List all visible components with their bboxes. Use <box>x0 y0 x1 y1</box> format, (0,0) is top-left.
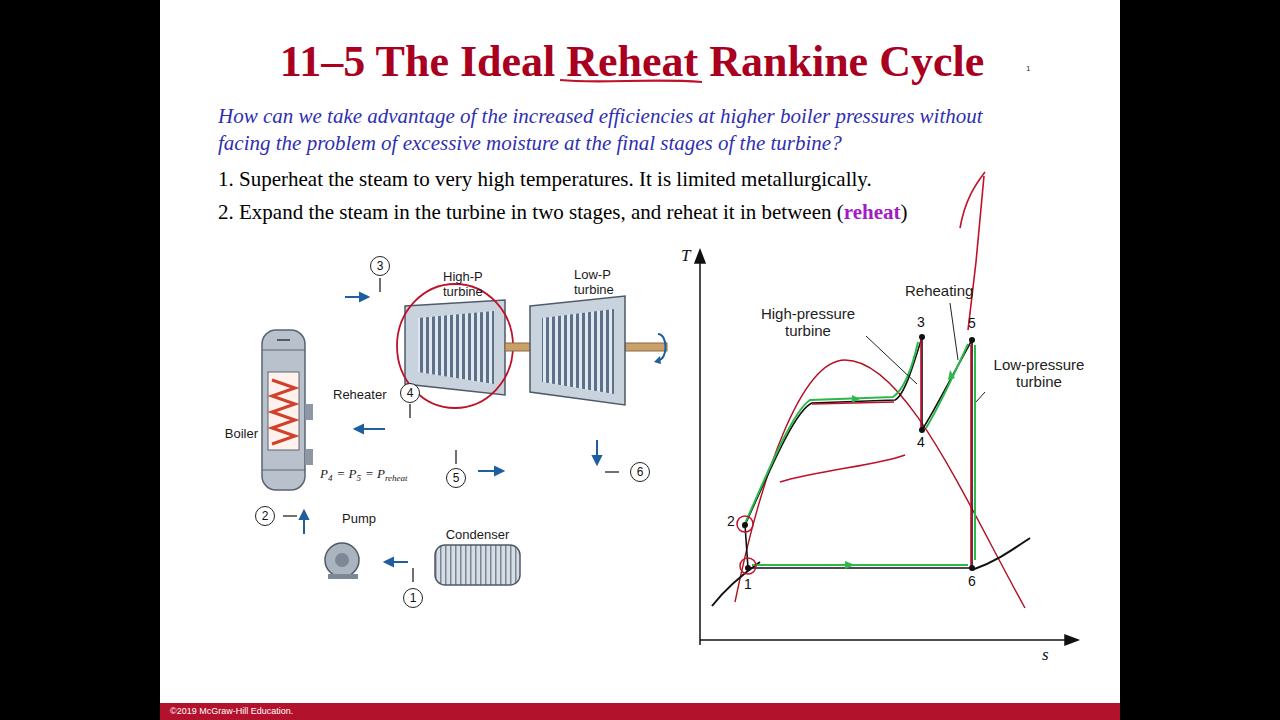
hand-stroke <box>960 172 985 228</box>
hp-turbine: High-P turbine <box>405 300 505 395</box>
pipe-stroke <box>520 405 612 560</box>
pressure-equation: P4= P5= Preheat <box>320 464 408 483</box>
pipe <box>305 405 570 457</box>
callout-number: 5 <box>446 468 466 488</box>
shaft <box>505 343 532 351</box>
callout-number: 3 <box>370 256 390 276</box>
component-label: Pump <box>342 511 376 526</box>
hand-overlay <box>780 176 984 566</box>
pipe-stroke <box>305 405 570 457</box>
bullet-point: ) <box>901 200 908 224</box>
lp-turbine <box>530 296 625 405</box>
pipe <box>305 395 485 412</box>
rotation-arrow <box>658 334 666 360</box>
pump <box>325 543 359 579</box>
pipe-stroke <box>284 285 426 330</box>
boiler-drum <box>262 330 313 490</box>
hand-arrows <box>845 370 955 569</box>
hand-circle <box>737 516 753 532</box>
pressure-symbol: = P <box>336 466 356 481</box>
callout-number: 6 <box>630 462 650 482</box>
pipe <box>520 405 612 560</box>
keyword: reheat <box>844 200 901 224</box>
flow-arrows <box>300 293 601 566</box>
axis-label: s <box>1042 645 1049 665</box>
bullet-point: 2. Expand the steam in the turbine in tw… <box>218 200 844 224</box>
subscript: 5 <box>356 473 361 483</box>
hand-overlay <box>743 342 975 565</box>
pipe-stroke <box>290 490 322 564</box>
pipe <box>284 285 426 330</box>
process-label: Low-pressure turbine <box>986 356 1092 390</box>
hand-circle <box>740 558 756 574</box>
slide-mark: 1 <box>1026 64 1030 73</box>
footer-bar <box>160 703 1120 720</box>
subscript: reheat <box>385 473 408 483</box>
component-label: Low-P turbine <box>574 267 640 297</box>
ts-axes <box>695 250 1078 645</box>
pressure-line <box>972 538 1030 570</box>
component-label: High-P turbine <box>443 269 509 299</box>
leader-lines <box>866 303 985 402</box>
pipe-stroke <box>520 405 612 560</box>
state-number: 3 <box>917 314 925 330</box>
axis-label: T <box>681 246 690 266</box>
slide-title: 11–5 The Ideal Reheat Rankine Cycle <box>152 36 1112 87</box>
component-label: Boiler <box>225 426 258 441</box>
pressure-symbol: = P <box>365 466 385 481</box>
pump: Pump <box>322 542 362 578</box>
bullet-line: 2. Expand the steam in the turbine in tw… <box>218 200 908 225</box>
shaft <box>625 343 667 351</box>
state-number: 1 <box>744 576 752 592</box>
rotation-arrow <box>654 356 661 364</box>
pipe-stroke <box>284 285 426 330</box>
process-label: High-pressure turbine <box>752 305 864 339</box>
pipe-stroke <box>362 569 435 582</box>
pipe-stroke <box>305 395 485 412</box>
state-ticks <box>277 278 619 582</box>
component-label: Condenser <box>446 527 510 542</box>
pipe <box>362 575 435 576</box>
lp-turbine: Low-P turbine <box>530 300 625 405</box>
callout-number: 2 <box>255 506 275 526</box>
callout-number: 4 <box>400 383 420 403</box>
bullet-point: 1. Superheat the steam to very high temp… <box>218 167 872 192</box>
pressure-symbol: P <box>320 466 328 481</box>
saturation-dome <box>735 360 1025 608</box>
question-text: How can we take advantage of the increas… <box>218 103 1038 157</box>
copyright: ©2019 McGraw-Hill Education. <box>170 706 293 716</box>
pipe-stroke <box>305 405 570 457</box>
state-dots <box>742 334 975 571</box>
hp-turbine <box>397 284 513 408</box>
pressure-line <box>712 562 760 606</box>
condenser: Condenser <box>435 545 520 585</box>
part-label: Reheater <box>333 387 386 402</box>
state-number: 6 <box>968 573 976 589</box>
condenser <box>435 545 520 585</box>
state-number: 2 <box>727 513 735 529</box>
slide-ground <box>160 0 1120 720</box>
pipe-stroke <box>290 490 322 564</box>
pipe-stroke <box>305 395 485 412</box>
callout-number: 1 <box>403 588 423 608</box>
subscript: 4 <box>328 473 333 483</box>
state-number: 4 <box>917 434 925 450</box>
boiler: Boiler <box>262 330 305 490</box>
state-number: 5 <box>968 315 976 331</box>
pipe-stroke <box>362 571 435 579</box>
pipe <box>290 490 322 564</box>
process-label: Reheating <box>905 282 973 299</box>
cycle-path <box>745 337 972 568</box>
